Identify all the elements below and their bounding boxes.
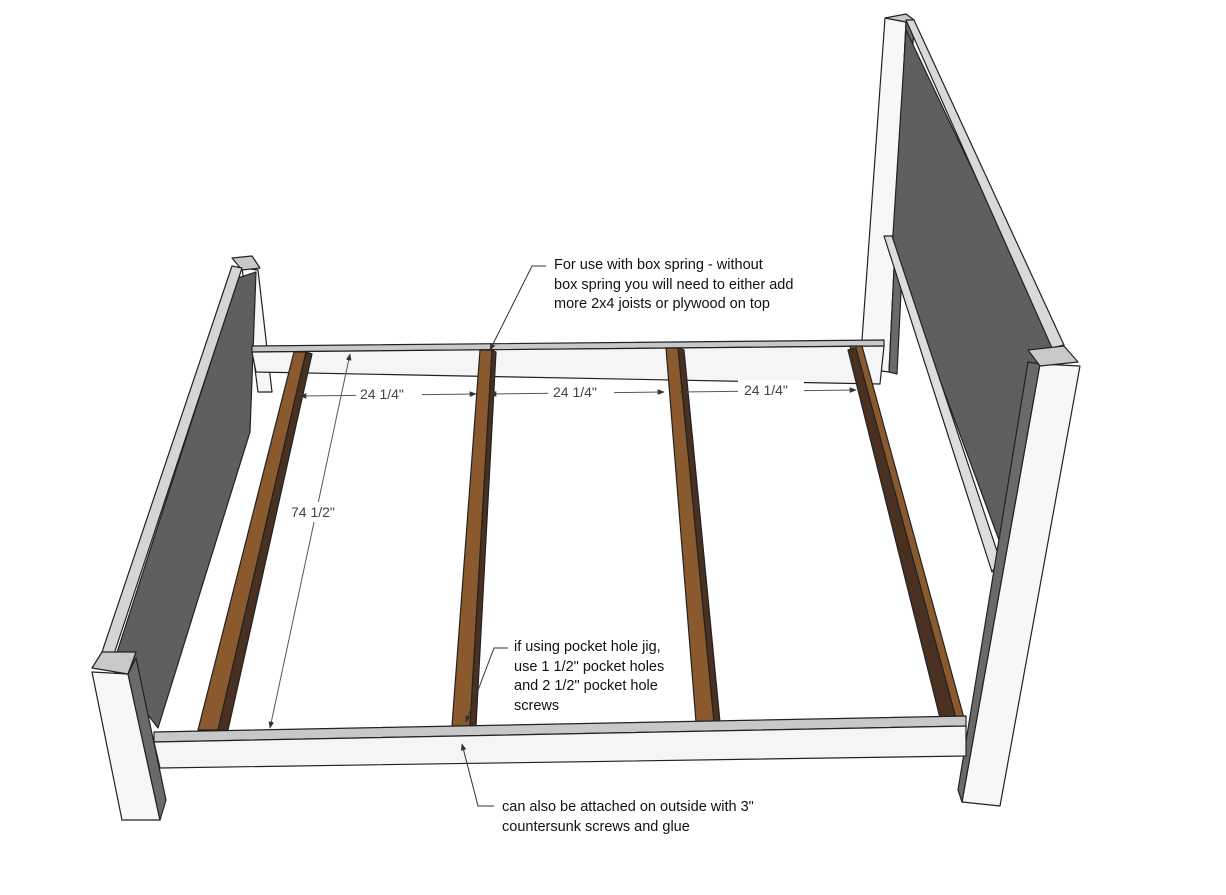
footboard-back-post-top: [231, 255, 261, 271]
outside-attach-note-line-2: countersunk screws and glue: [502, 818, 690, 835]
box-spring-note-line-1: For use with box spring - without: [554, 257, 763, 273]
joist-3-top: [665, 347, 715, 723]
box-spring-note: For use with box spring - without box sp…: [554, 256, 793, 315]
spacing-2-label: 24 1/4": [553, 384, 597, 400]
front-side-rail: [153, 715, 967, 769]
pocket-hole-note-line-4: screws: [514, 697, 560, 714]
back-side-rail: [251, 339, 885, 385]
footboard-front-post-side: [127, 657, 167, 821]
footboard: [91, 255, 273, 821]
pocket-hole-note: if using pocket hole jig, use 1 1/2" poc…: [514, 638, 664, 716]
footboard-front-post-top: [91, 651, 137, 675]
headboard-top-rail: [905, 19, 1065, 349]
length-label: 74 1/2": [291, 504, 335, 520]
outside-attach-note-line-1: can also be attached on outside with 3": [502, 799, 754, 815]
length-line: [268, 353, 352, 729]
pocket-hole-leader: [465, 647, 508, 723]
headboard-front-post-side: [957, 361, 1041, 803]
pocket-hole-note-line-1: if using pocket hole jig,: [514, 639, 661, 655]
outside-attach-note: can also be attached on outside with 3" …: [502, 798, 754, 837]
pocket-hole-note-line-2: use 1 1/2" pocket holes: [514, 658, 665, 675]
outside-attach-leader: [460, 743, 494, 807]
dimension-labels: 24 1/4" 24 1/4" 24 1/4" 74 1/2": [288, 380, 804, 522]
spacing-1-label: 24 1/4": [360, 386, 404, 402]
headboard: [859, 13, 1081, 807]
headboard-front-post-top: [1027, 345, 1079, 367]
box-spring-leader: [489, 265, 546, 351]
spacing-3-label: 24 1/4": [744, 382, 788, 398]
back-rail-face: [251, 345, 885, 385]
leader-lines: [460, 265, 546, 807]
pocket-hole-note-line-3: and 2 1/2" pocket hole: [514, 678, 658, 694]
box-spring-note-line-2: box spring you will need to either add: [554, 276, 794, 293]
front-rail-face: [153, 725, 967, 769]
box-spring-note-line-3: more 2x4 joists or plywood on top: [554, 296, 770, 312]
footboard-panel: [111, 271, 257, 729]
